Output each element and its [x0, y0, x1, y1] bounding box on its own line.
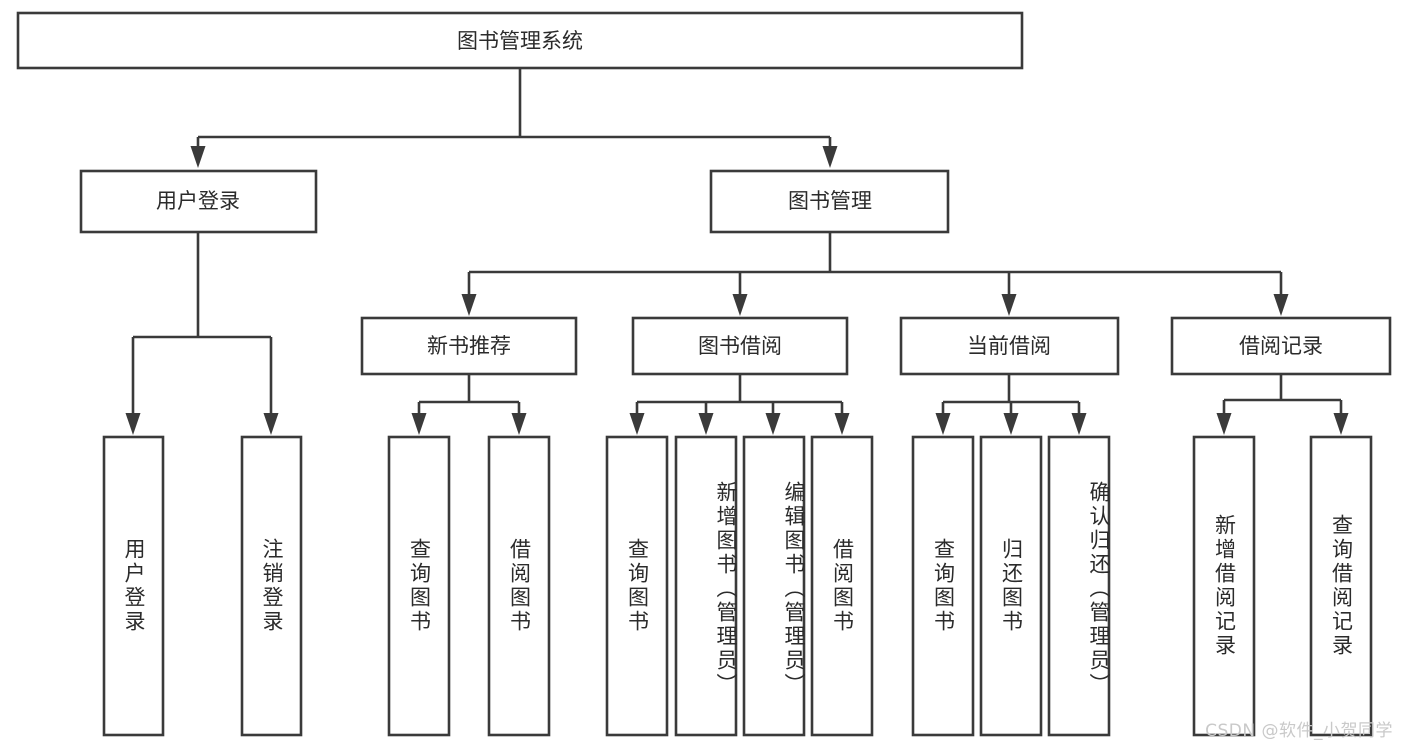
leaf-box-logout[interactable]: [240, 435, 303, 737]
arrow-icon-user-l2: [263, 413, 279, 435]
node-borrow-records-label: 借阅记录: [1239, 334, 1323, 358]
arrow-icon-current-l3: [1071, 413, 1087, 435]
leaf-box-records-add[interactable]: [1192, 435, 1256, 737]
arrow-icon-books-c2: [732, 294, 748, 316]
node-book-management[interactable]: 图书管理: [709, 169, 950, 234]
leaf-box-borrow-edit[interactable]: [742, 435, 806, 737]
node-current-borrow-box[interactable]: [899, 316, 1120, 376]
node-current-borrow[interactable]: 当前借阅: [899, 316, 1120, 376]
node-book-borrow-box[interactable]: [631, 316, 849, 376]
node-book-borrow-label: 图书借阅: [698, 334, 782, 358]
arrow-icon-records-l1: [1216, 413, 1232, 435]
node-borrow-records-box[interactable]: [1170, 316, 1392, 376]
node-new-book-recommend-label: 新书推荐: [427, 334, 511, 358]
node-new-book-recommend-box[interactable]: [360, 316, 578, 376]
node-book-borrow[interactable]: 图书借阅: [631, 316, 849, 376]
connector-group-records: [1216, 374, 1349, 435]
node-root-label: 图书管理系统: [457, 29, 583, 53]
connector-group-user-login: [125, 232, 279, 435]
arrow-icon-records-l2: [1333, 413, 1349, 435]
connector-group-new-books: [411, 374, 527, 435]
node-book-management-box[interactable]: [709, 169, 950, 234]
csdn-watermark: CSDN @软件_小贺同学: [1205, 721, 1393, 741]
connector-group-root: [190, 69, 838, 168]
node-user-login[interactable]: 用户登录: [79, 169, 318, 234]
node-borrow-records[interactable]: 借阅记录: [1170, 316, 1392, 376]
leaf-box-current-return[interactable]: [979, 435, 1043, 737]
arrow-icon-books-c3: [1001, 294, 1017, 316]
arrow-icon-user-l1: [125, 413, 141, 435]
leaf-box-borrow-add[interactable]: [674, 435, 738, 737]
arrow-icon-books-c1: [461, 294, 477, 316]
leaf-box-newbooks-borrow[interactable]: [487, 435, 551, 737]
arrow-icon-borrow-l4: [834, 413, 850, 435]
leaf-box-current-query[interactable]: [911, 435, 975, 737]
node-new-book-recommend[interactable]: 新书推荐: [360, 316, 578, 376]
connector-group-current: [935, 374, 1087, 435]
leaf-box-newbooks-query[interactable]: [387, 435, 451, 737]
arrow-icon-newbooks-l2: [511, 413, 527, 435]
connector-group-borrow: [629, 374, 850, 435]
arrow-icon-current-l1: [935, 413, 951, 435]
arrow-icon-root-user: [190, 146, 206, 168]
node-user-login-label: 用户登录: [156, 189, 240, 213]
node-current-borrow-label: 当前借阅: [967, 334, 1051, 358]
node-book-management-label: 图书管理: [788, 189, 872, 213]
node-root-box[interactable]: [16, 11, 1024, 70]
leaf-box-borrow-lend[interactable]: [810, 435, 874, 737]
arrow-icon-books-c4: [1273, 294, 1289, 316]
arrow-icon-current-l2: [1003, 413, 1019, 435]
connector-group-books-mgmt: [461, 232, 1289, 316]
leaf-box-borrow-query[interactable]: [605, 435, 669, 737]
arrow-icon-borrow-l2: [698, 413, 714, 435]
arrow-icon-borrow-l1: [629, 413, 645, 435]
leaf-box-records-query[interactable]: [1309, 435, 1373, 737]
node-user-login-box[interactable]: [79, 169, 318, 234]
leaf-box-current-confirm[interactable]: [1047, 435, 1111, 737]
arrow-icon-root-books: [822, 146, 838, 168]
leaf-box-user-login[interactable]: [102, 435, 165, 737]
arrow-icon-borrow-l3: [765, 413, 781, 435]
node-root-system[interactable]: 图书管理系统: [16, 11, 1024, 70]
arrow-icon-newbooks-l1: [411, 413, 427, 435]
